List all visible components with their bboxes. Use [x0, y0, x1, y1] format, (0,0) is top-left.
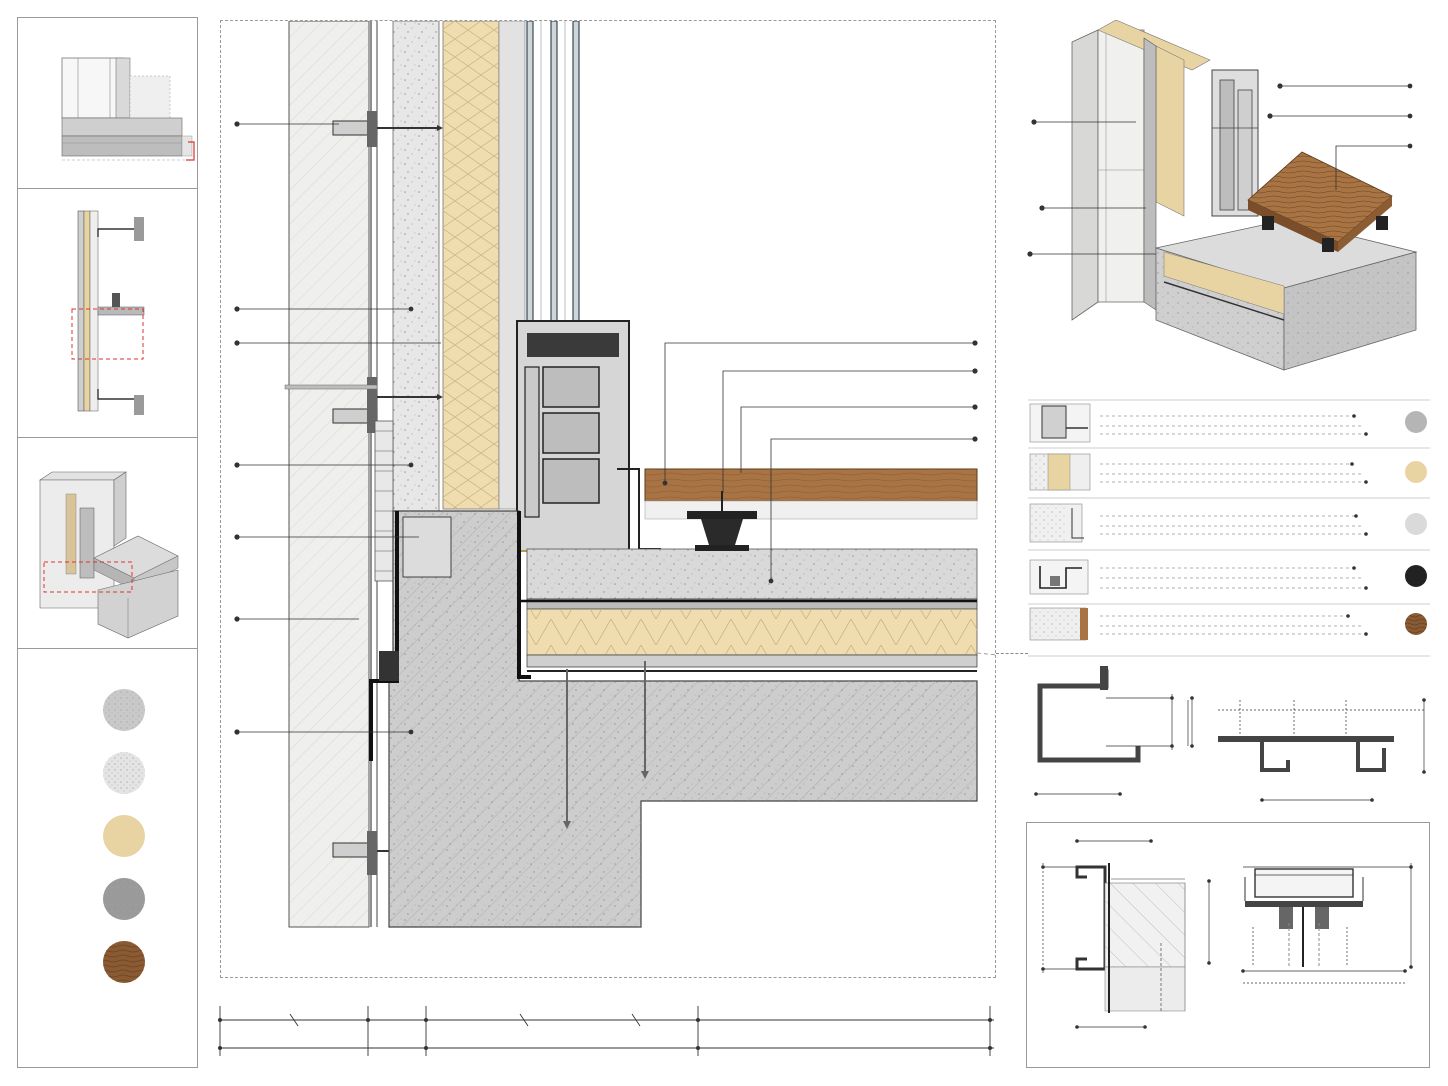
deck-pedestal	[687, 491, 757, 551]
legend-row-window-frame[interactable]	[1029, 403, 1427, 443]
cladding-anchors	[284, 111, 443, 875]
swatch-plaster-white[interactable]	[103, 752, 145, 794]
axonometric-view	[1026, 20, 1430, 390]
anchor-middle	[284, 377, 443, 433]
wall-board-layer	[392, 21, 440, 512]
anchor-top	[332, 111, 443, 147]
thumbnail-elevation-section[interactable]	[18, 18, 197, 189]
layer-legend	[1026, 398, 1430, 658]
bracket-detail-right	[1241, 863, 1413, 984]
terrace-buildup	[521, 548, 978, 672]
leaders-right	[662, 340, 978, 584]
main-section-detail	[220, 20, 997, 978]
leaders-left	[234, 121, 441, 735]
legend-row-insulation[interactable]	[1029, 453, 1427, 491]
section-connector	[996, 653, 1028, 654]
aluminium-flashing	[369, 511, 531, 761]
dimension-strings	[218, 1000, 998, 1060]
bracket-detail-left	[1041, 839, 1211, 1029]
c-profile	[1034, 666, 1194, 796]
swatch-concrete-gray[interactable]	[103, 689, 145, 731]
profile-details	[1026, 664, 1430, 810]
thumbnail-vertical-section[interactable]	[18, 189, 197, 438]
legend-row-cladding[interactable]	[1029, 503, 1427, 543]
glazing-unit	[526, 21, 580, 322]
slab-anchors	[563, 661, 649, 829]
material-swatches	[18, 649, 197, 1067]
swatch-wood-deck-brown[interactable]	[103, 941, 145, 983]
swatch-screed-gray[interactable]	[103, 878, 145, 920]
flat-profile	[1187, 698, 1426, 802]
ventilation-mesh	[374, 420, 394, 582]
boxed-detail	[1026, 822, 1430, 1068]
legend-row-timber-deck[interactable]	[1029, 607, 1427, 641]
thumbnail-axonometric[interactable]	[18, 438, 197, 649]
legend-row-aluminium-profile[interactable]	[1029, 559, 1427, 595]
left-column	[17, 17, 198, 1068]
facade-cladding	[288, 21, 378, 928]
wall-insulation	[442, 21, 526, 510]
swatch-mineral-wool-beige[interactable]	[103, 815, 145, 857]
window-frame-profile	[516, 320, 669, 552]
